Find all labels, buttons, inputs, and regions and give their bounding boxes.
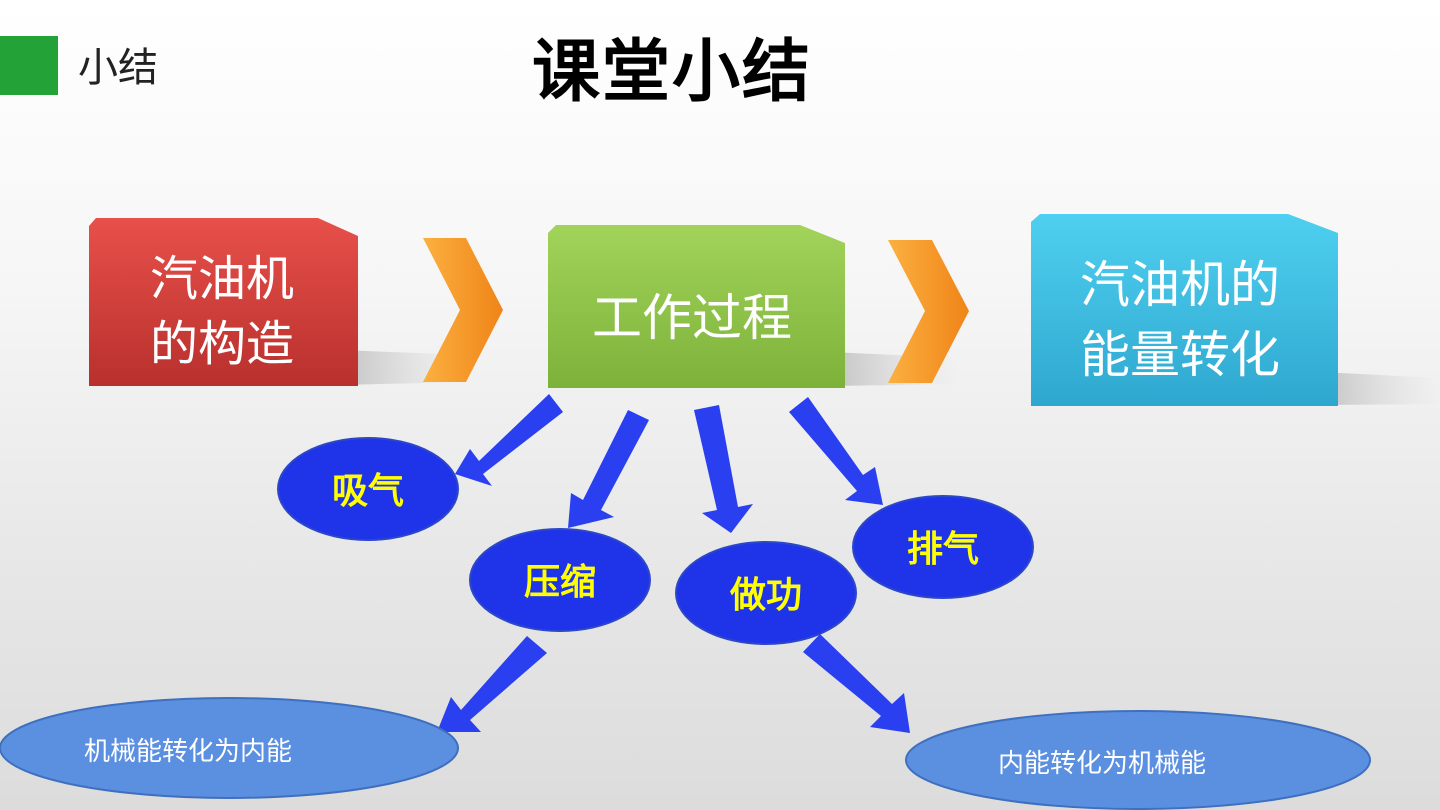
- structure-label-line-2: 的构造: [150, 316, 294, 372]
- arrow-down-left-icon: [437, 636, 547, 732]
- stroke-power-label: 做功: [729, 575, 802, 616]
- process-label: 工作过程: [592, 289, 792, 347]
- stroke-intake: [277, 437, 459, 541]
- structure-box: [89, 218, 358, 386]
- stroke-exhaust: [852, 495, 1034, 599]
- energy-label-line-2: 能量转化: [1080, 326, 1280, 384]
- chevron-right-icon: [423, 238, 503, 382]
- process-box: [548, 225, 845, 388]
- arrow-down-left-icon: [455, 394, 563, 486]
- result-compression-label: 机械能转化为内能: [84, 737, 292, 767]
- arrow-down-right-icon: [789, 397, 883, 505]
- box-shadow: [1320, 372, 1440, 405]
- stroke-compression: [469, 528, 651, 632]
- stroke-compression-label: 压缩: [524, 562, 596, 603]
- energy-label-line-1: 汽油机的: [1080, 256, 1280, 314]
- chevron-right-icon: [888, 240, 969, 383]
- energy-box: [1031, 214, 1338, 406]
- stroke-intake-label: 吸气: [332, 471, 404, 512]
- arrow-down-left-icon: [568, 410, 649, 528]
- stroke-exhaust-label: 排气: [907, 529, 979, 570]
- section-marker: [0, 36, 58, 95]
- page-title: 课堂小结: [531, 33, 812, 112]
- result-compression: [0, 697, 459, 799]
- stroke-power: [675, 541, 857, 645]
- result-power-label: 内能转化为机械能: [998, 749, 1206, 779]
- arrow-down-right-icon: [803, 634, 910, 733]
- result-power: [905, 710, 1371, 810]
- section-label: 小结: [78, 45, 158, 91]
- structure-label-line-1: 汽油机: [150, 251, 294, 307]
- arrow-down-icon: [694, 405, 753, 533]
